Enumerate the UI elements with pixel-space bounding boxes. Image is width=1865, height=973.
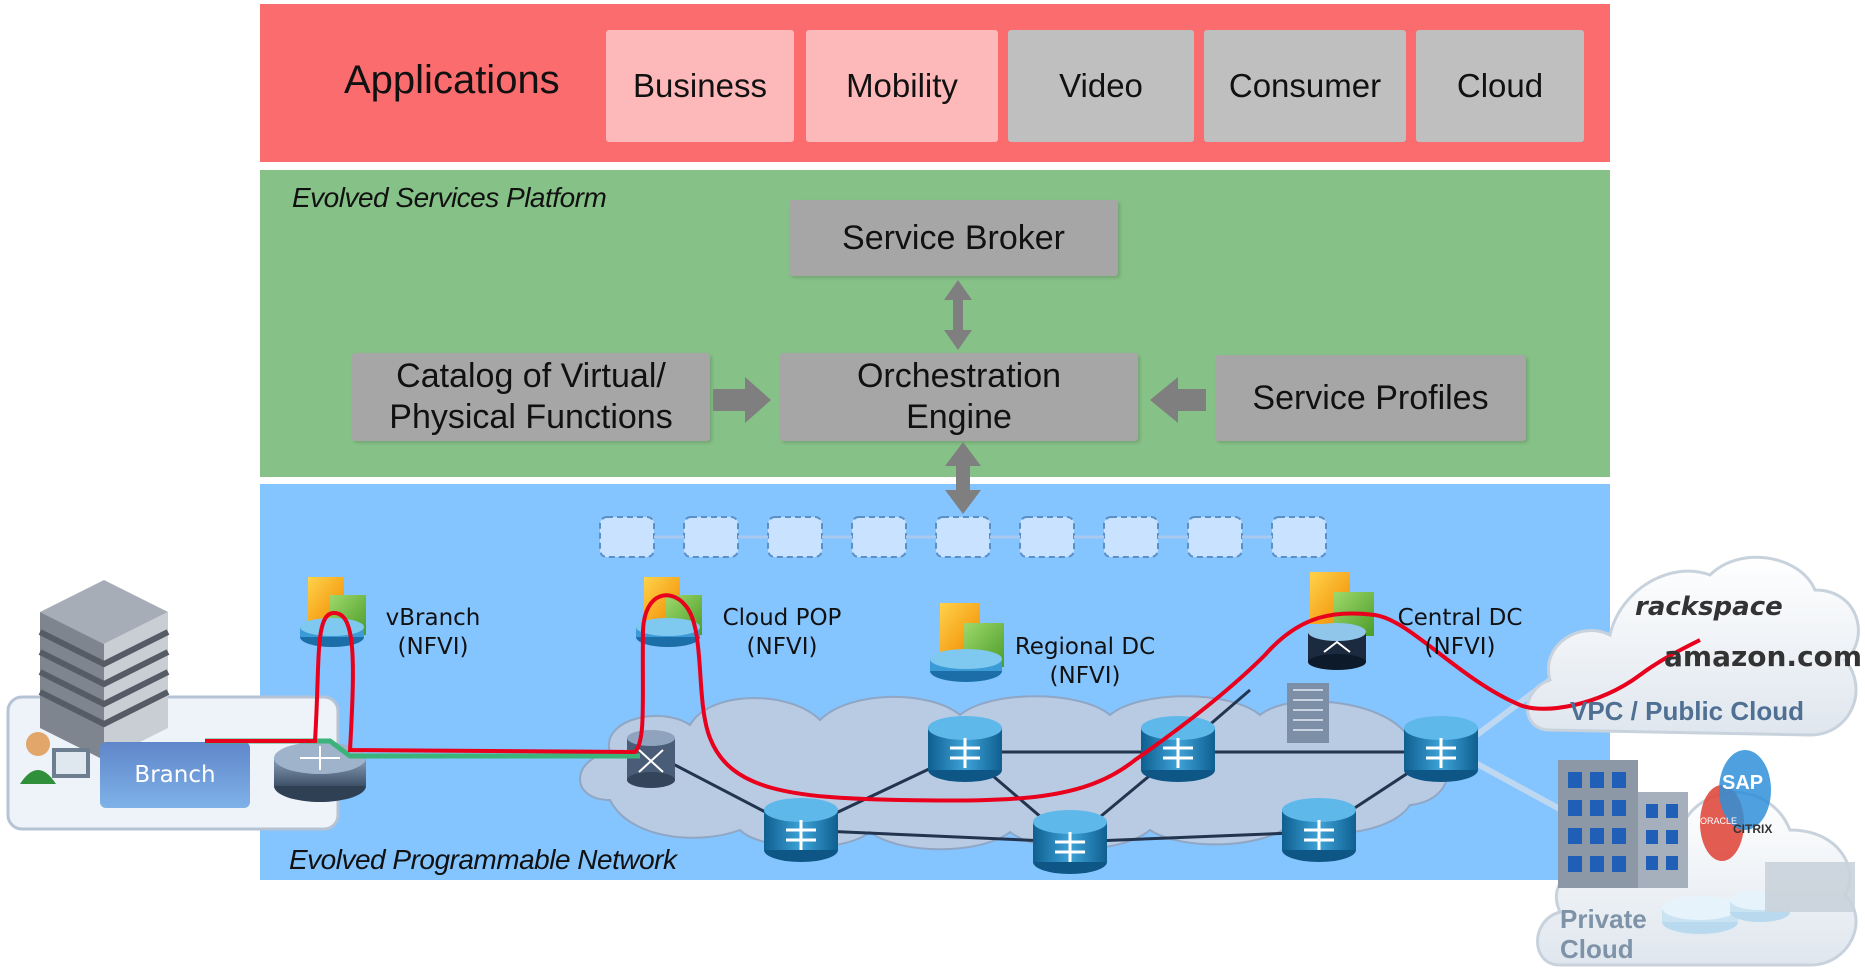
red-path <box>205 593 1701 803</box>
node-sub-regional-dc: (NFVI) <box>1049 663 1121 689</box>
arrow-profiles-orchestration <box>1150 377 1206 423</box>
node-label-central-dc: Central DC (NFVI) <box>1390 604 1530 662</box>
vnf-chain <box>599 516 1327 558</box>
node-label-cloud-pop: Cloud POP (NFVI) <box>712 604 852 662</box>
node-label-vbranch: vBranch (NFVI) <box>378 604 488 662</box>
services-platform-label: Evolved Services Platform <box>292 182 607 213</box>
sap-logo <box>1719 750 1771 830</box>
app-tile-cloud: Cloud <box>1416 30 1584 142</box>
catalog-label: Catalog of Virtual/ Physical Functions <box>389 357 673 436</box>
user-pc-icon <box>20 732 90 784</box>
node-sub-central-dc: (NFVI) <box>1424 634 1496 660</box>
app-tile-mobility: Mobility <box>806 30 998 142</box>
node-sub-vbranch: (NFVI) <box>397 634 469 660</box>
network-label: Evolved Programmable Network <box>289 844 677 875</box>
branch-router-icon <box>274 742 366 802</box>
service-profiles-box: Service Profiles <box>1215 355 1526 441</box>
private-cloud-storage-icon <box>1662 862 1855 934</box>
branch-site <box>6 580 340 831</box>
orchestration-engine-label: Orchestration Engine <box>856 357 1062 436</box>
app-tile-business: Business <box>606 30 794 142</box>
branch-building-icon <box>38 580 170 760</box>
private-cloud-label: Private Cloud <box>1560 904 1647 964</box>
sap-logo-text: SAP <box>1722 772 1764 794</box>
service-broker-label: Service Broker <box>842 218 1065 257</box>
node-label-regional-dc: Regional DC (NFVI) <box>1010 633 1160 691</box>
app-tile-video: Video <box>1008 30 1194 142</box>
building-icon <box>1287 683 1329 743</box>
router-icons <box>764 716 1478 874</box>
arrow-broker-orchestration <box>944 280 972 350</box>
node-name-cloud-pop: Cloud POP <box>722 605 842 631</box>
arrow-orchestration-network <box>945 442 981 514</box>
private-cloud-building-icon <box>1558 760 1688 888</box>
app-tile-consumer: Consumer <box>1204 30 1406 142</box>
orchestration-engine-box: Orchestration Engine <box>780 353 1138 441</box>
vnf-host-icon-central-dc <box>1308 572 1374 670</box>
rackspace-logo: rackspace <box>1635 592 1783 622</box>
node-name-vbranch: vBranch <box>385 605 481 631</box>
applications-title: Applications <box>344 58 560 102</box>
branch-label: Branch <box>134 762 216 788</box>
branch-box <box>100 742 250 808</box>
oracle-logo-text: ORACLE <box>1700 816 1738 826</box>
catalog-box: Catalog of Virtual/ Physical Functions <box>352 353 710 441</box>
node-name-regional-dc: Regional DC <box>1014 634 1156 660</box>
node-sub-cloud-pop: (NFVI) <box>746 634 818 660</box>
node-name-central-dc: Central DC <box>1397 605 1523 631</box>
citrix-logo-text: CITRIX <box>1733 822 1773 836</box>
switch-icon <box>627 730 675 788</box>
arrow-catalog-orchestration <box>713 377 771 423</box>
public-cloud-label: VPC / Public Cloud <box>1570 696 1805 726</box>
service-profiles-label: Service Profiles <box>1252 378 1489 417</box>
service-broker-box: Service Broker <box>789 200 1118 276</box>
amazon-logo: amazon.com <box>1664 640 1863 673</box>
vnf-host-icon-regional-dc <box>930 603 1004 682</box>
